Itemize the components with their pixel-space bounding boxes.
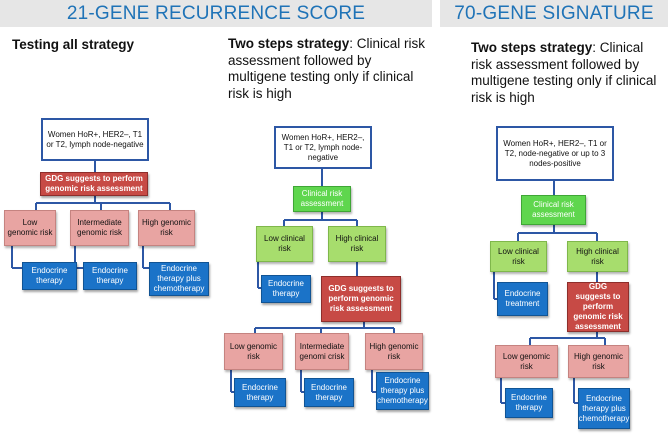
- col3-high-clinical-box: High clinical risk: [567, 241, 628, 272]
- col2-gdg-box: GDG suggests to perform genomic risk ass…: [321, 276, 401, 322]
- col2-intermediate-genomic-box: Intermediate genomi crisk: [295, 333, 349, 370]
- header-70-gene: 70-GENE SIGNATURE: [440, 0, 668, 27]
- col2-endocrine-therapy-low: Endocrine therapy: [234, 378, 286, 407]
- col3-root-box: Women HoR+, HER2–, T1 or T2, node-negati…: [496, 126, 614, 181]
- col3-clinical-risk-box: Clinical risk assessment: [521, 195, 586, 225]
- col2-endocrine-therapy-intermediate: Endocrine therapy: [304, 378, 354, 407]
- col3-gdg-box: GDG suggests to perform genomic risk ass…: [567, 282, 629, 332]
- col3-endocrine-therapy-low: Endocrine therapy: [505, 388, 553, 418]
- col3-endocrine-chemo-high: Endocrine therapy plus chemotherapy: [578, 388, 630, 429]
- col1-intermediate-genomic-box: Intermediate genomic risk: [70, 210, 129, 246]
- col3-endocrine-treatment-low-clinical: Endocrine treatment: [497, 282, 548, 316]
- col3-low-genomic-box: Low genomic risk: [495, 345, 558, 378]
- col1-low-genomic-box: Low genomic risk: [4, 210, 56, 246]
- col1-gdg-box: GDG suggests to perform genomic risk ass…: [40, 172, 148, 196]
- col1-endocrine-therapy-low: Endocrine therapy: [22, 262, 77, 290]
- col1-endocrine-chemo-high: Endocrine therapy plus chemotherapy: [149, 262, 209, 296]
- col2-high-clinical-box: High clinical risk: [328, 226, 386, 262]
- col2-root-box: Women HoR+, HER2–, T1 or T2, lymph node-…: [274, 126, 372, 169]
- strategy-two-steps-21: Two steps strategy: Clinical risk assess…: [228, 36, 426, 101]
- col3-low-clinical-box: Low clinical risk: [490, 241, 547, 272]
- col1-root-box: Women HoR+, HER2–, T1 or T2, lymph node-…: [41, 118, 149, 161]
- strategy-testing-all: Testing all strategy: [12, 37, 135, 52]
- col2-high-genomic-box: High genomic risk: [365, 333, 423, 370]
- col1-endocrine-therapy-intermediate: Endocrine therapy: [83, 262, 137, 290]
- col2-endocrine-therapy-low-clinical: Endocrine therapy: [261, 275, 311, 303]
- col3-high-genomic-box: High genomic risk: [568, 345, 629, 378]
- col2-low-clinical-box: Low clinical risk: [256, 226, 313, 262]
- header-21-gene: 21-GENE RECURRENCE SCORE: [0, 0, 432, 27]
- strategy-two-steps-70: Two steps strategy: Clinical risk assess…: [471, 40, 657, 105]
- col2-low-genomic-box: Low genomic risk: [224, 333, 283, 370]
- col1-high-genomic-box: High genomic risk: [138, 210, 195, 246]
- col2-endocrine-chemo-high: Endocrine therapy plus chemotherapy: [376, 372, 429, 410]
- col2-clinical-risk-box: Clinical risk assessment: [293, 186, 351, 212]
